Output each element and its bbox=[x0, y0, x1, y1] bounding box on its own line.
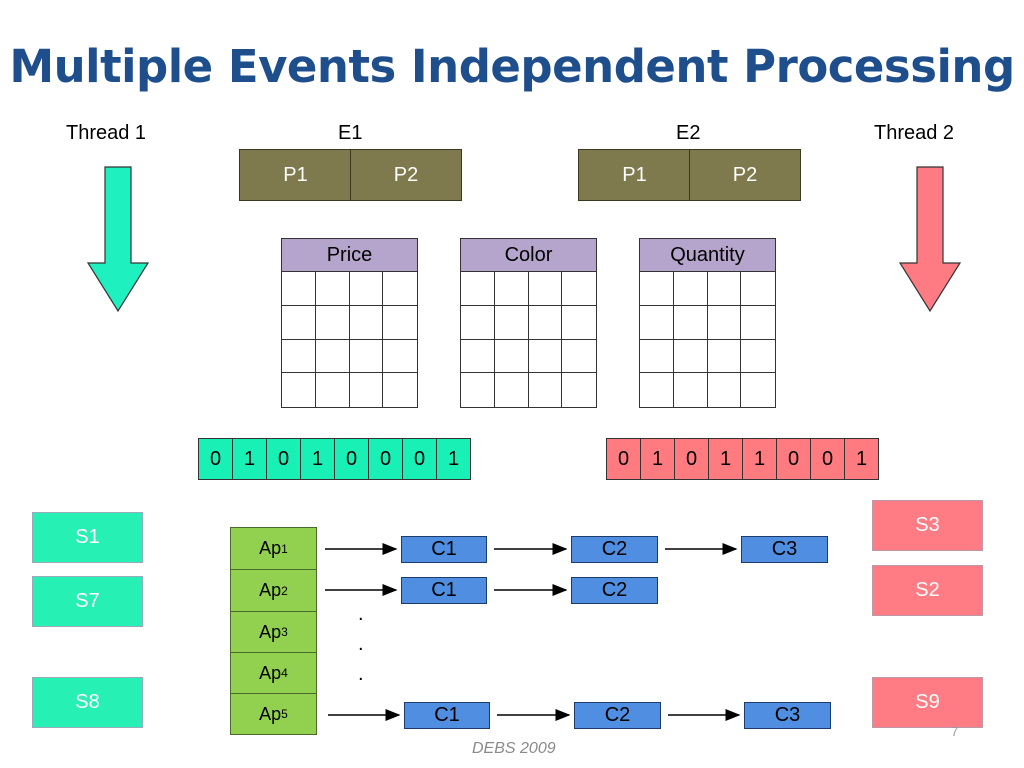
bitvector-2-bit: 0 bbox=[606, 438, 641, 480]
ellipsis-dot: . bbox=[358, 663, 364, 685]
event-e1-part-1: P1 bbox=[239, 149, 352, 201]
chain-3-node: C3 bbox=[744, 702, 831, 729]
subscription-s7: S7 bbox=[32, 576, 143, 627]
bitvector-2-bit: 1 bbox=[844, 438, 879, 480]
thread-2-label: Thread 2 bbox=[874, 122, 955, 144]
event-e2-part-1: P1 bbox=[578, 149, 691, 201]
subscription-s8: S8 bbox=[32, 677, 143, 728]
thread-1-arrow-icon bbox=[86, 166, 150, 313]
event-e1-label: E1 bbox=[338, 122, 363, 144]
bitvector-1-bit: 1 bbox=[436, 438, 471, 480]
chain-1-node: C2 bbox=[571, 536, 658, 563]
chain-3-node: C2 bbox=[574, 702, 661, 729]
color-table-grid bbox=[460, 271, 597, 408]
ellipsis-dot: . bbox=[358, 633, 364, 655]
thread-2-arrow-icon bbox=[898, 166, 962, 313]
bitvector-1-bit: 0 bbox=[198, 438, 233, 480]
price-table-grid bbox=[281, 271, 418, 408]
bitvector-1-bit: 0 bbox=[402, 438, 437, 480]
bitvector-1-bit: 0 bbox=[266, 438, 301, 480]
event-e2-label: E2 bbox=[676, 122, 701, 144]
event-e1-part-2: P2 bbox=[350, 149, 462, 201]
price-table-header: Price bbox=[281, 238, 418, 272]
ellipsis-dot: . bbox=[358, 603, 364, 625]
chain-1-node: C1 bbox=[401, 536, 487, 563]
subscription-s2: S2 bbox=[872, 565, 983, 616]
event-e2-part-2: P2 bbox=[689, 149, 801, 201]
slide-footer: DEBS 2009 bbox=[472, 740, 556, 757]
slide-title: Multiple Events Independent Processing bbox=[9, 40, 1015, 93]
bitvector-1-bit: 1 bbox=[300, 438, 335, 480]
chain-2-node: C2 bbox=[571, 577, 658, 604]
color-table-header: Color bbox=[460, 238, 597, 272]
bitvector-1-bit: 0 bbox=[368, 438, 403, 480]
subscription-s3: S3 bbox=[872, 500, 983, 551]
page-number: 7 bbox=[951, 724, 959, 739]
chain-3-node: C1 bbox=[404, 702, 490, 729]
chain-1-node: C3 bbox=[741, 536, 828, 563]
subscription-s1: S1 bbox=[32, 512, 143, 563]
chain-2-node: C1 bbox=[401, 577, 487, 604]
bitvector-1-bit: 0 bbox=[334, 438, 369, 480]
subscription-s9: S9 bbox=[872, 677, 983, 728]
thread-1-label: Thread 1 bbox=[66, 122, 147, 144]
quantity-table-grid bbox=[639, 271, 776, 408]
